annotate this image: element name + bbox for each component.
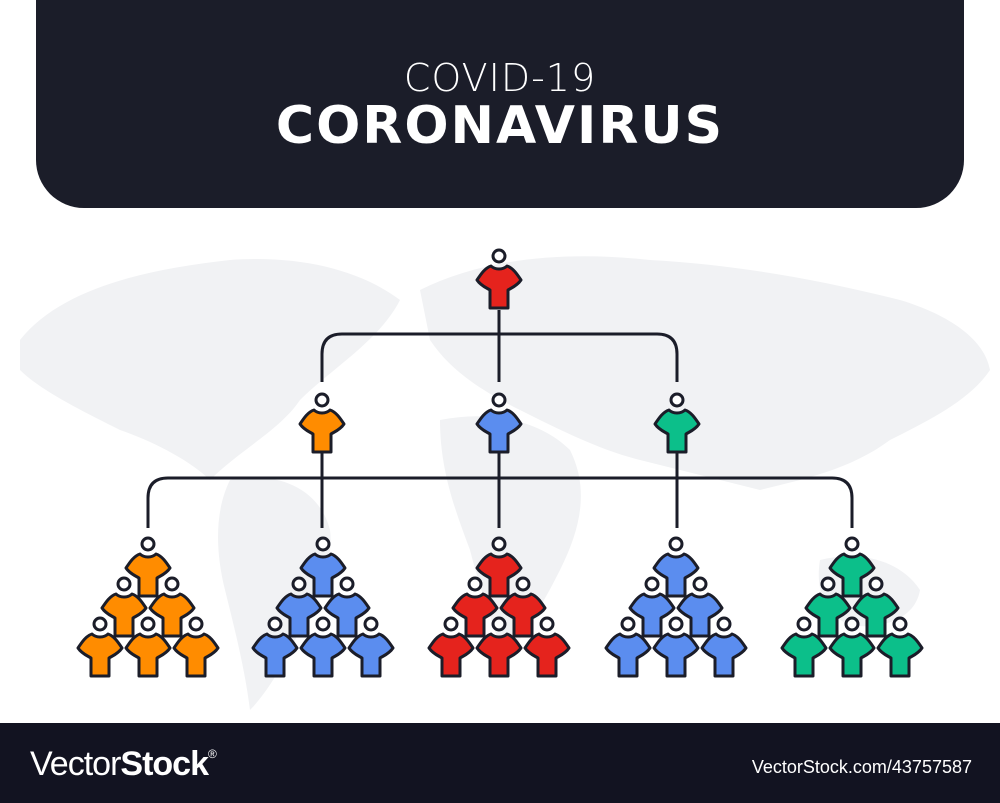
person-icon (653, 392, 701, 454)
person-icon (475, 392, 523, 454)
brand-light: Vector (30, 745, 121, 783)
person-icon (298, 392, 346, 454)
image-url: VectorStock.com/43757587 (751, 757, 972, 777)
group-orange (76, 536, 220, 678)
brand-bold: Stock (120, 745, 209, 783)
spread-tree-diagram (76, 248, 924, 678)
group-red (427, 536, 571, 678)
footer-bar: VectorStock® VectorStock.com/43757587 (0, 723, 1000, 803)
registered-mark: ® (207, 747, 217, 761)
group-blue-1 (251, 536, 395, 678)
brand-logo: VectorStock® (30, 745, 217, 784)
title-banner (36, 0, 964, 208)
subtitle: COVID-19 (403, 56, 597, 100)
page-title: CORONAVIRUS (275, 96, 725, 156)
root-person-icon (475, 248, 523, 310)
group-blue-2 (604, 536, 748, 678)
group-green (780, 536, 924, 678)
